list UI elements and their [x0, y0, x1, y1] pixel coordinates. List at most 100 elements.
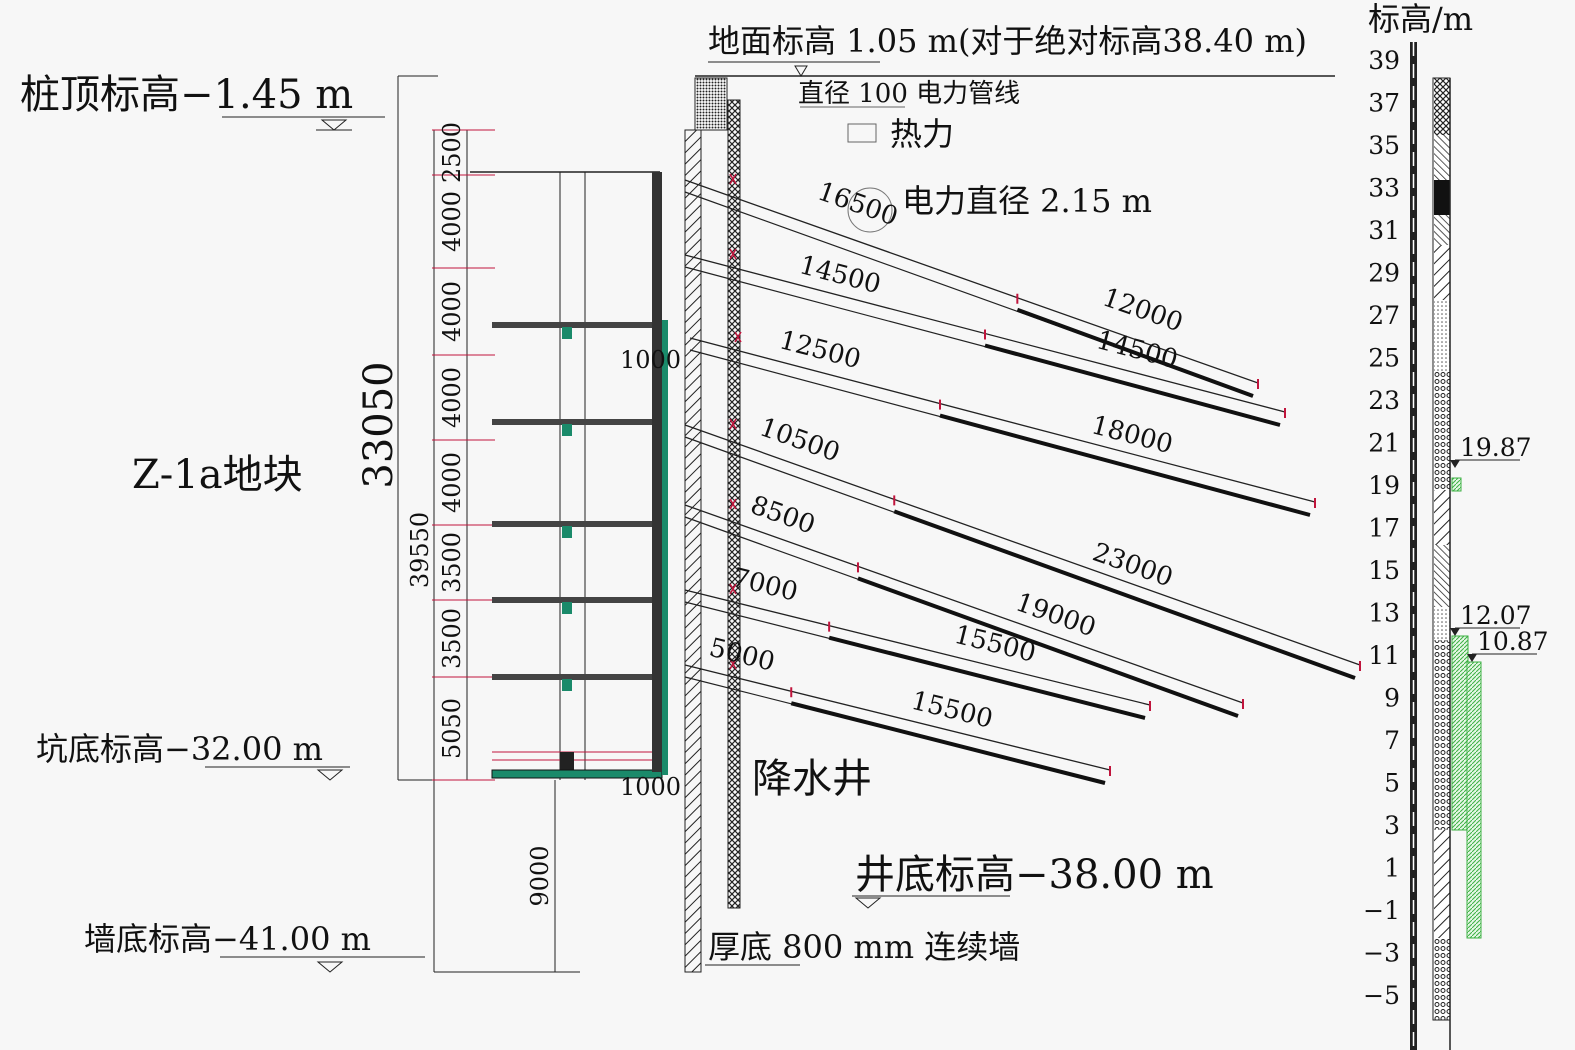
soil-layer [1434, 215, 1450, 245]
anchor-free-length: 8500 [746, 490, 818, 540]
elevation-tick-label: 1 [1384, 854, 1400, 883]
anchor-bond-section [857, 576, 1239, 718]
anchor-line [684, 504, 1244, 704]
soil-layer [1434, 490, 1450, 545]
anchor-bond-section [893, 509, 1356, 680]
anchor-free-length: 10500 [756, 412, 844, 468]
elevation-tick-label: 15 [1368, 556, 1400, 585]
pile-top-label: 桩顶标高−1.45 m [20, 72, 353, 118]
elevation-tick-label: −5 [1363, 981, 1400, 1010]
anchor-bond-section [828, 635, 1146, 720]
soil-layer [1434, 640, 1450, 830]
scale-ticks: 39373533312927252321191715131197531−1−3−… [1363, 46, 1400, 1010]
segment-dim: 4000 [438, 191, 466, 252]
well-screen [1451, 477, 1462, 492]
soil-layer [1434, 545, 1450, 607]
elevation-tick-label: 21 [1368, 429, 1400, 458]
anchor-cross-icon [729, 658, 737, 670]
well-screen [1466, 661, 1482, 939]
anchors: 1650012000145001450012500180001050023000… [684, 173, 1361, 785]
water-level-marker: 12.07 [1450, 601, 1532, 831]
anchor-cross-icon [729, 418, 737, 430]
segment-dim: 4000 [438, 367, 466, 428]
borehole-column [1432, 77, 1451, 1050]
anchor-bond-section [1016, 307, 1254, 398]
anchor-free-length: 16500 [814, 177, 902, 233]
water-level-icon [1450, 460, 1460, 468]
soil-layer [1434, 830, 1450, 938]
anchor-free-length: 12500 [776, 325, 864, 375]
soil-layer [1434, 372, 1450, 490]
segment-dim: 5050 [438, 698, 466, 759]
wall-bottom-label: 墙底标高−41.00 m [84, 920, 371, 958]
anchor-bond-section [790, 701, 1106, 785]
water-level-value: 19.87 [1460, 433, 1532, 462]
strut-connector [562, 679, 572, 691]
elevation-tick-label: 9 [1384, 684, 1400, 713]
diaphragm-wall [684, 129, 702, 973]
anchor-cross-icon [729, 173, 737, 185]
dewatering-well-shaft [727, 99, 741, 909]
elevation-tick-label: 27 [1368, 301, 1400, 330]
green-lining [662, 320, 668, 775]
struts [492, 322, 652, 772]
elevation-tick-label: 13 [1368, 599, 1400, 628]
soil-layer [1434, 938, 1450, 1020]
anchor-bond-section [939, 413, 1311, 517]
ground-level-label: 地面标高 1.05 m(对于绝对标高38.40 m) [708, 22, 1307, 60]
capping-beam [694, 77, 728, 131]
anchor-free-length: 14500 [796, 250, 884, 300]
dewatering-well-label: 降水井 [752, 756, 872, 802]
power-diameter-label: 电力直径 2.15 m [902, 182, 1152, 220]
elevation-tick-label: 7 [1384, 726, 1400, 755]
segment-dim: 3500 [438, 532, 466, 593]
elevation-tick-label: 35 [1368, 131, 1400, 160]
elevation-tick-label: 33 [1368, 174, 1400, 203]
elevation-tick-label: −1 [1363, 896, 1400, 925]
anchor-line [689, 337, 1316, 503]
strut-connector [562, 526, 572, 538]
segment-dim: 2500 [438, 122, 466, 183]
elevation-tick-label: 39 [1368, 46, 1400, 75]
elevation-tick-label: −3 [1363, 939, 1400, 968]
level-marker-icon [316, 119, 352, 131]
site-label: Z-1a地块 [132, 452, 303, 498]
anchor-cross-icon [729, 583, 737, 595]
elevation-tick-label: 17 [1368, 514, 1400, 543]
strut [492, 597, 652, 603]
scale-bar [1410, 42, 1417, 1050]
segment-dim: 4000 [438, 452, 466, 513]
spacing-dim-top: 1000 [620, 346, 681, 374]
spacing-dim-bottom: 1000 [620, 773, 681, 801]
elevation-tick-label: 37 [1368, 89, 1400, 118]
column-base [560, 752, 574, 772]
strut [492, 521, 652, 527]
water-level-icon [1450, 628, 1460, 636]
level-marker-icon [794, 65, 808, 77]
water-level-marker: 19.87 [1450, 433, 1532, 492]
embed-depth-dim: 9000 [526, 845, 554, 906]
soil-layer [1434, 78, 1450, 135]
anchor-bond-section [984, 343, 1281, 427]
soil-layer [1434, 300, 1450, 372]
elevation-tick-label: 3 [1384, 811, 1400, 840]
strut [492, 419, 652, 425]
well-bottom-label: 井底标高−38.00 m [855, 852, 1214, 898]
power-tunnel-icon [847, 187, 893, 233]
level-marker-icon [316, 961, 344, 973]
strut [492, 674, 652, 680]
soil-layer [1434, 607, 1450, 640]
segment-dim: 4000 [438, 281, 466, 342]
anchor-cross-icon [729, 498, 737, 510]
elevation-tick-label: 5 [1384, 769, 1400, 798]
anchor-bond-length: 15500 [908, 686, 995, 735]
heat-label: 热力 [890, 115, 954, 153]
power-pipe-label: 直径 100 电力管线 [798, 79, 1020, 109]
elevation-tick-label: 29 [1368, 259, 1400, 288]
water-level-value: 10.87 [1477, 627, 1549, 656]
